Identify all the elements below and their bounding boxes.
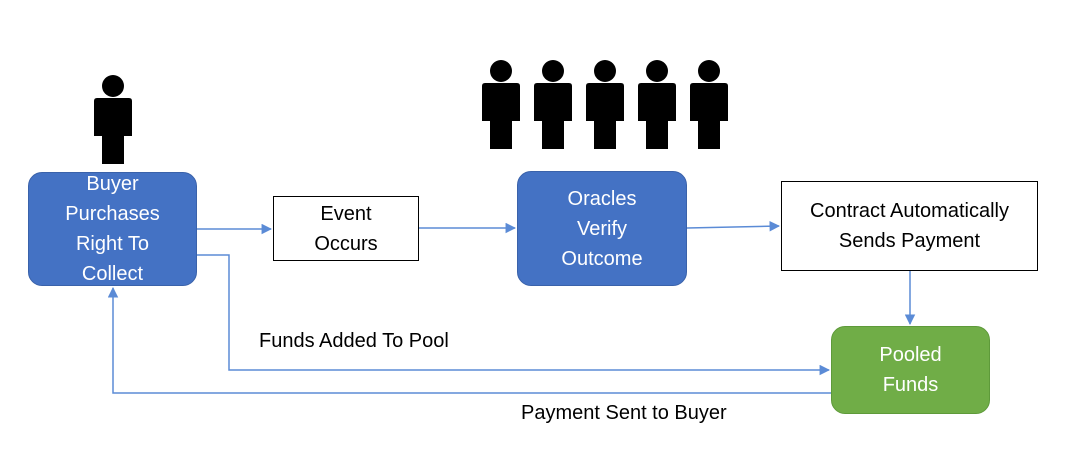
oracles-verify-label: Oracles Verify Outcome (561, 187, 643, 270)
funds-added-label: Funds Added To Pool (259, 330, 449, 352)
event-occurs-label: Event Occurs (314, 202, 378, 255)
oracle-person-icon (482, 60, 520, 149)
arrow-payment-to-buyer (107, 286, 831, 394)
oracle-person-icon (638, 60, 676, 149)
contract-sends-payment-node: Contract Automatically Sends Payment (781, 181, 1038, 271)
oracle-person-icon (690, 60, 728, 149)
oracles-verify-node: Oracles Verify Outcome (517, 171, 687, 286)
contract-sends-payment-label: Contract Automatically Sends Payment (810, 200, 1009, 252)
arrow-oracles-to-contract (686, 220, 781, 232)
buyer-person-icon (94, 75, 132, 164)
pooled-funds-label: Pooled Funds (879, 344, 942, 396)
pooled-funds-node: Pooled Funds (831, 326, 990, 414)
oracle-person-icon (586, 60, 624, 149)
arrow-funds-added-to-pool (197, 254, 831, 376)
event-occurs-node: Event Occurs (273, 196, 419, 261)
buyer-purchases-node: Buyer Purchases Right To Collect (28, 172, 197, 286)
oracle-person-icon (534, 60, 572, 149)
payment-sent-label: Payment Sent to Buyer (521, 402, 727, 424)
buyer-purchases-label: Buyer Purchases Right To Collect (65, 173, 160, 285)
